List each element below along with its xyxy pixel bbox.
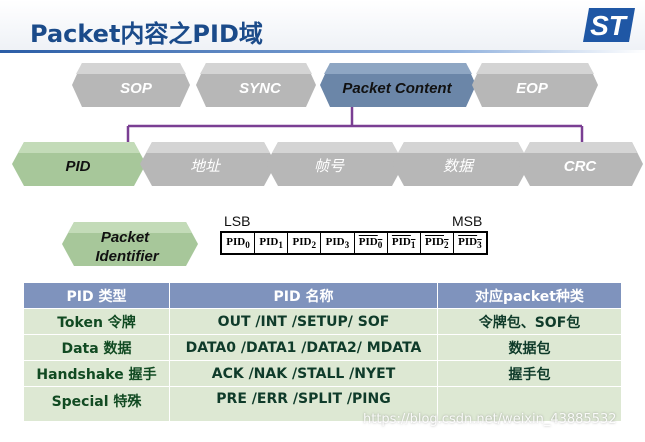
msb-label: MSB bbox=[452, 213, 483, 229]
table-cell: Data 数据 bbox=[23, 334, 170, 361]
pid-type-table: PID 类型 PID 名称 对应packet种类 Token 令牌 OUT /I… bbox=[23, 282, 622, 422]
table-header-cell: PID 类型 bbox=[23, 282, 170, 309]
packet-structure-diagram: SOP SYNC Packet Content EOP PID 地址 帧号 bbox=[12, 63, 643, 266]
prism-sync: SYNC bbox=[196, 63, 316, 107]
table-header-cell: 对应packet种类 bbox=[437, 282, 622, 309]
prism-packet-content: Packet Content bbox=[320, 63, 476, 107]
lsb-label: LSB bbox=[224, 213, 251, 229]
table-cell: ACK /NAK /STALL /NYET bbox=[169, 360, 438, 387]
content-field-crc: CRC bbox=[564, 158, 598, 175]
table-header-row: PID 类型 PID 名称 对应packet种类 bbox=[23, 282, 622, 309]
table-row: Handshake 握手 ACK /NAK /STALL /NYET 握手包 bbox=[23, 360, 622, 387]
table-cell: DATA0 /DATA1 /DATA2/ MDATA bbox=[169, 334, 438, 361]
content-field-pid: PID bbox=[65, 158, 90, 175]
pid-bit-cell: PID3 bbox=[321, 233, 355, 253]
table-cell: Special 特殊 bbox=[23, 386, 170, 422]
prism-crc: CRC bbox=[518, 142, 643, 186]
pid-bit-cell: PID0 bbox=[222, 233, 256, 253]
table-header-cell: PID 名称 bbox=[169, 282, 438, 309]
pid-bit-1: PID1 bbox=[259, 235, 283, 251]
table-row: Special 特殊 PRE /ERR /SPLIT /PING bbox=[23, 386, 622, 422]
table-cell: 数据包 bbox=[437, 334, 622, 361]
table-cell bbox=[437, 386, 622, 422]
pid-bit-cell-negated: PID0 bbox=[355, 233, 388, 253]
svg-text:ST: ST bbox=[590, 10, 629, 41]
table-cell: Handshake 握手 bbox=[23, 360, 170, 387]
prism-data: 数据 bbox=[392, 142, 530, 186]
prism-eop: EOP bbox=[472, 63, 598, 107]
pid-bit-cell-negated: PID2 bbox=[421, 233, 454, 253]
content-field-address: 地址 bbox=[190, 157, 222, 175]
table-cell: PRE /ERR /SPLIT /PING bbox=[169, 386, 438, 422]
prism-sop: SOP bbox=[72, 63, 190, 107]
title-underline bbox=[0, 50, 645, 53]
content-field-data: 数据 bbox=[443, 157, 475, 175]
pid-bit-0-negated: PID0 bbox=[358, 235, 383, 251]
pid-bit-3-negated: PID3 bbox=[458, 235, 482, 251]
table-row: Data 数据 DATA0 /DATA1 /DATA2/ MDATA 数据包 bbox=[23, 334, 622, 361]
pid-bit-cell: PID1 bbox=[255, 233, 289, 253]
pid-bit-cell-negated: PID3 bbox=[454, 233, 486, 253]
table-cell: OUT /INT /SETUP/ SOF bbox=[169, 308, 438, 335]
pid-bit-field: PID0 PID1 PID2 PID3 PID0 PID1 PID2 PID3 bbox=[220, 231, 488, 255]
pid-bit-0: PID0 bbox=[226, 235, 250, 251]
table-cell: Token 令牌 bbox=[23, 308, 170, 335]
pid-bit-2-negated: PID2 bbox=[425, 235, 449, 251]
table-cell: 握手包 bbox=[437, 360, 622, 387]
pid-bit-cell: PID2 bbox=[288, 233, 322, 253]
table-cell: 令牌包、SOF包 bbox=[437, 308, 622, 335]
st-logo-icon: ST bbox=[583, 8, 635, 42]
prism-pid: PID bbox=[12, 142, 146, 186]
title-bar bbox=[0, 0, 645, 52]
top-field-eop: EOP bbox=[516, 80, 549, 97]
watermark-text: https://blog.csdn.net/weixin_43885532 bbox=[363, 412, 617, 427]
prism-packet-identifier: Packet Identifier bbox=[62, 222, 198, 266]
content-field-frame-number: 帧号 bbox=[314, 157, 345, 175]
prism-frame-number: 帧号 bbox=[266, 142, 404, 186]
pid-bit-1-negated: PID1 bbox=[391, 235, 416, 251]
pid-bit-2: PID2 bbox=[292, 235, 317, 251]
top-field-sop: SOP bbox=[120, 80, 153, 97]
content-bracket bbox=[126, 107, 584, 146]
pid-bit-3: PID3 bbox=[325, 235, 350, 251]
page-title: Packet内容之PID域 bbox=[30, 20, 263, 48]
packet-identifier-line-1: Packet bbox=[101, 229, 150, 246]
top-field-sync: SYNC bbox=[239, 80, 282, 97]
packet-identifier-line-2: Identifier bbox=[95, 248, 160, 265]
top-field-packet-content: Packet Content bbox=[342, 80, 452, 97]
table-row: Token 令牌 OUT /INT /SETUP/ SOF 令牌包、SOF包 bbox=[23, 308, 622, 335]
prism-address: 地址 bbox=[140, 142, 276, 186]
pid-bit-cell-negated: PID1 bbox=[388, 233, 421, 253]
